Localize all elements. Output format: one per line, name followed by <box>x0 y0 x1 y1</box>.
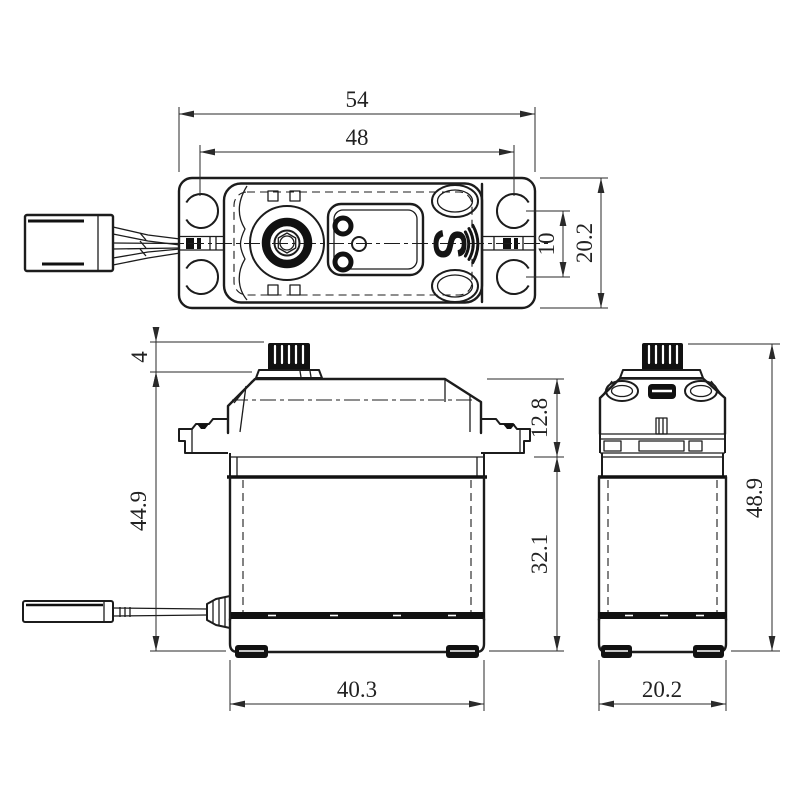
top-cap-front <box>226 377 483 435</box>
dim-total-body-height: 44.9 <box>126 372 226 652</box>
wire-bundle <box>112 226 181 266</box>
dim-label-48-9: 48.9 <box>742 478 767 518</box>
dim-top-depth: 20.2 <box>540 177 608 309</box>
bottom-cap-side <box>597 617 728 654</box>
front-view <box>22 343 531 658</box>
dim-label-4: 4 <box>127 351 152 363</box>
bottom-cap-front <box>228 617 486 654</box>
screw-hole <box>332 251 354 273</box>
shaft-splines-side <box>647 344 679 365</box>
dim-label-20-2-side: 20.2 <box>642 677 682 702</box>
top-cap-side <box>598 377 727 436</box>
spline-ring <box>261 217 313 269</box>
dim-overall-height: 48.9 <box>688 343 780 652</box>
shaft-flange-front <box>255 369 323 379</box>
mounting-ear-left <box>178 418 228 454</box>
hex-socket <box>277 232 297 254</box>
dim-label-12-8: 12.8 <box>527 398 552 438</box>
case-slot-side <box>655 417 668 435</box>
dim-upper-section-height: 12.8 <box>487 378 564 458</box>
screw-hole <box>332 215 354 237</box>
servo-connector <box>23 213 115 273</box>
lower-seam-front <box>229 612 485 619</box>
output-hub <box>249 190 325 296</box>
wire-grommet <box>206 595 231 629</box>
dimension-annotations: 54 48 20.2 10 4 <box>126 87 780 711</box>
dim-label-40-3: 40.3 <box>337 677 377 702</box>
shaft-splines-front <box>273 344 305 365</box>
dim-label-54: 54 <box>346 87 370 112</box>
case-lobes <box>431 184 479 303</box>
top-hidden-edge <box>233 191 473 296</box>
dim-shaft-height: 4 <box>127 327 264 387</box>
shaft-flange-side <box>619 369 704 379</box>
case-chamfer-curve <box>238 185 248 301</box>
dim-label-32-1: 32.1 <box>527 534 552 574</box>
top-view: S <box>23 176 552 310</box>
dim-case-width: 40.3 <box>229 660 485 711</box>
dim-lower-section-height: 32.1 <box>489 457 564 652</box>
mounting-ear-right <box>481 418 531 454</box>
side-view <box>597 343 728 658</box>
mounting-cutouts <box>185 193 530 295</box>
dim-label-20-2-top: 20.2 <box>572 223 597 263</box>
savox-logo: S <box>424 223 480 265</box>
dim-label-10: 10 <box>534 233 559 256</box>
dim-label-44-9: 44.9 <box>126 491 151 531</box>
dim-side-width: 20.2 <box>598 660 727 711</box>
dim-top-hole-spacing: 10 <box>526 210 570 278</box>
center-hole <box>351 236 367 252</box>
dim-label-48: 48 <box>346 125 369 150</box>
screw-plate <box>326 202 425 277</box>
dim-top-mount-span: 48 <box>199 125 515 196</box>
dim-top-overall-width: 54 <box>178 87 536 172</box>
servo-connector-front <box>22 600 131 623</box>
